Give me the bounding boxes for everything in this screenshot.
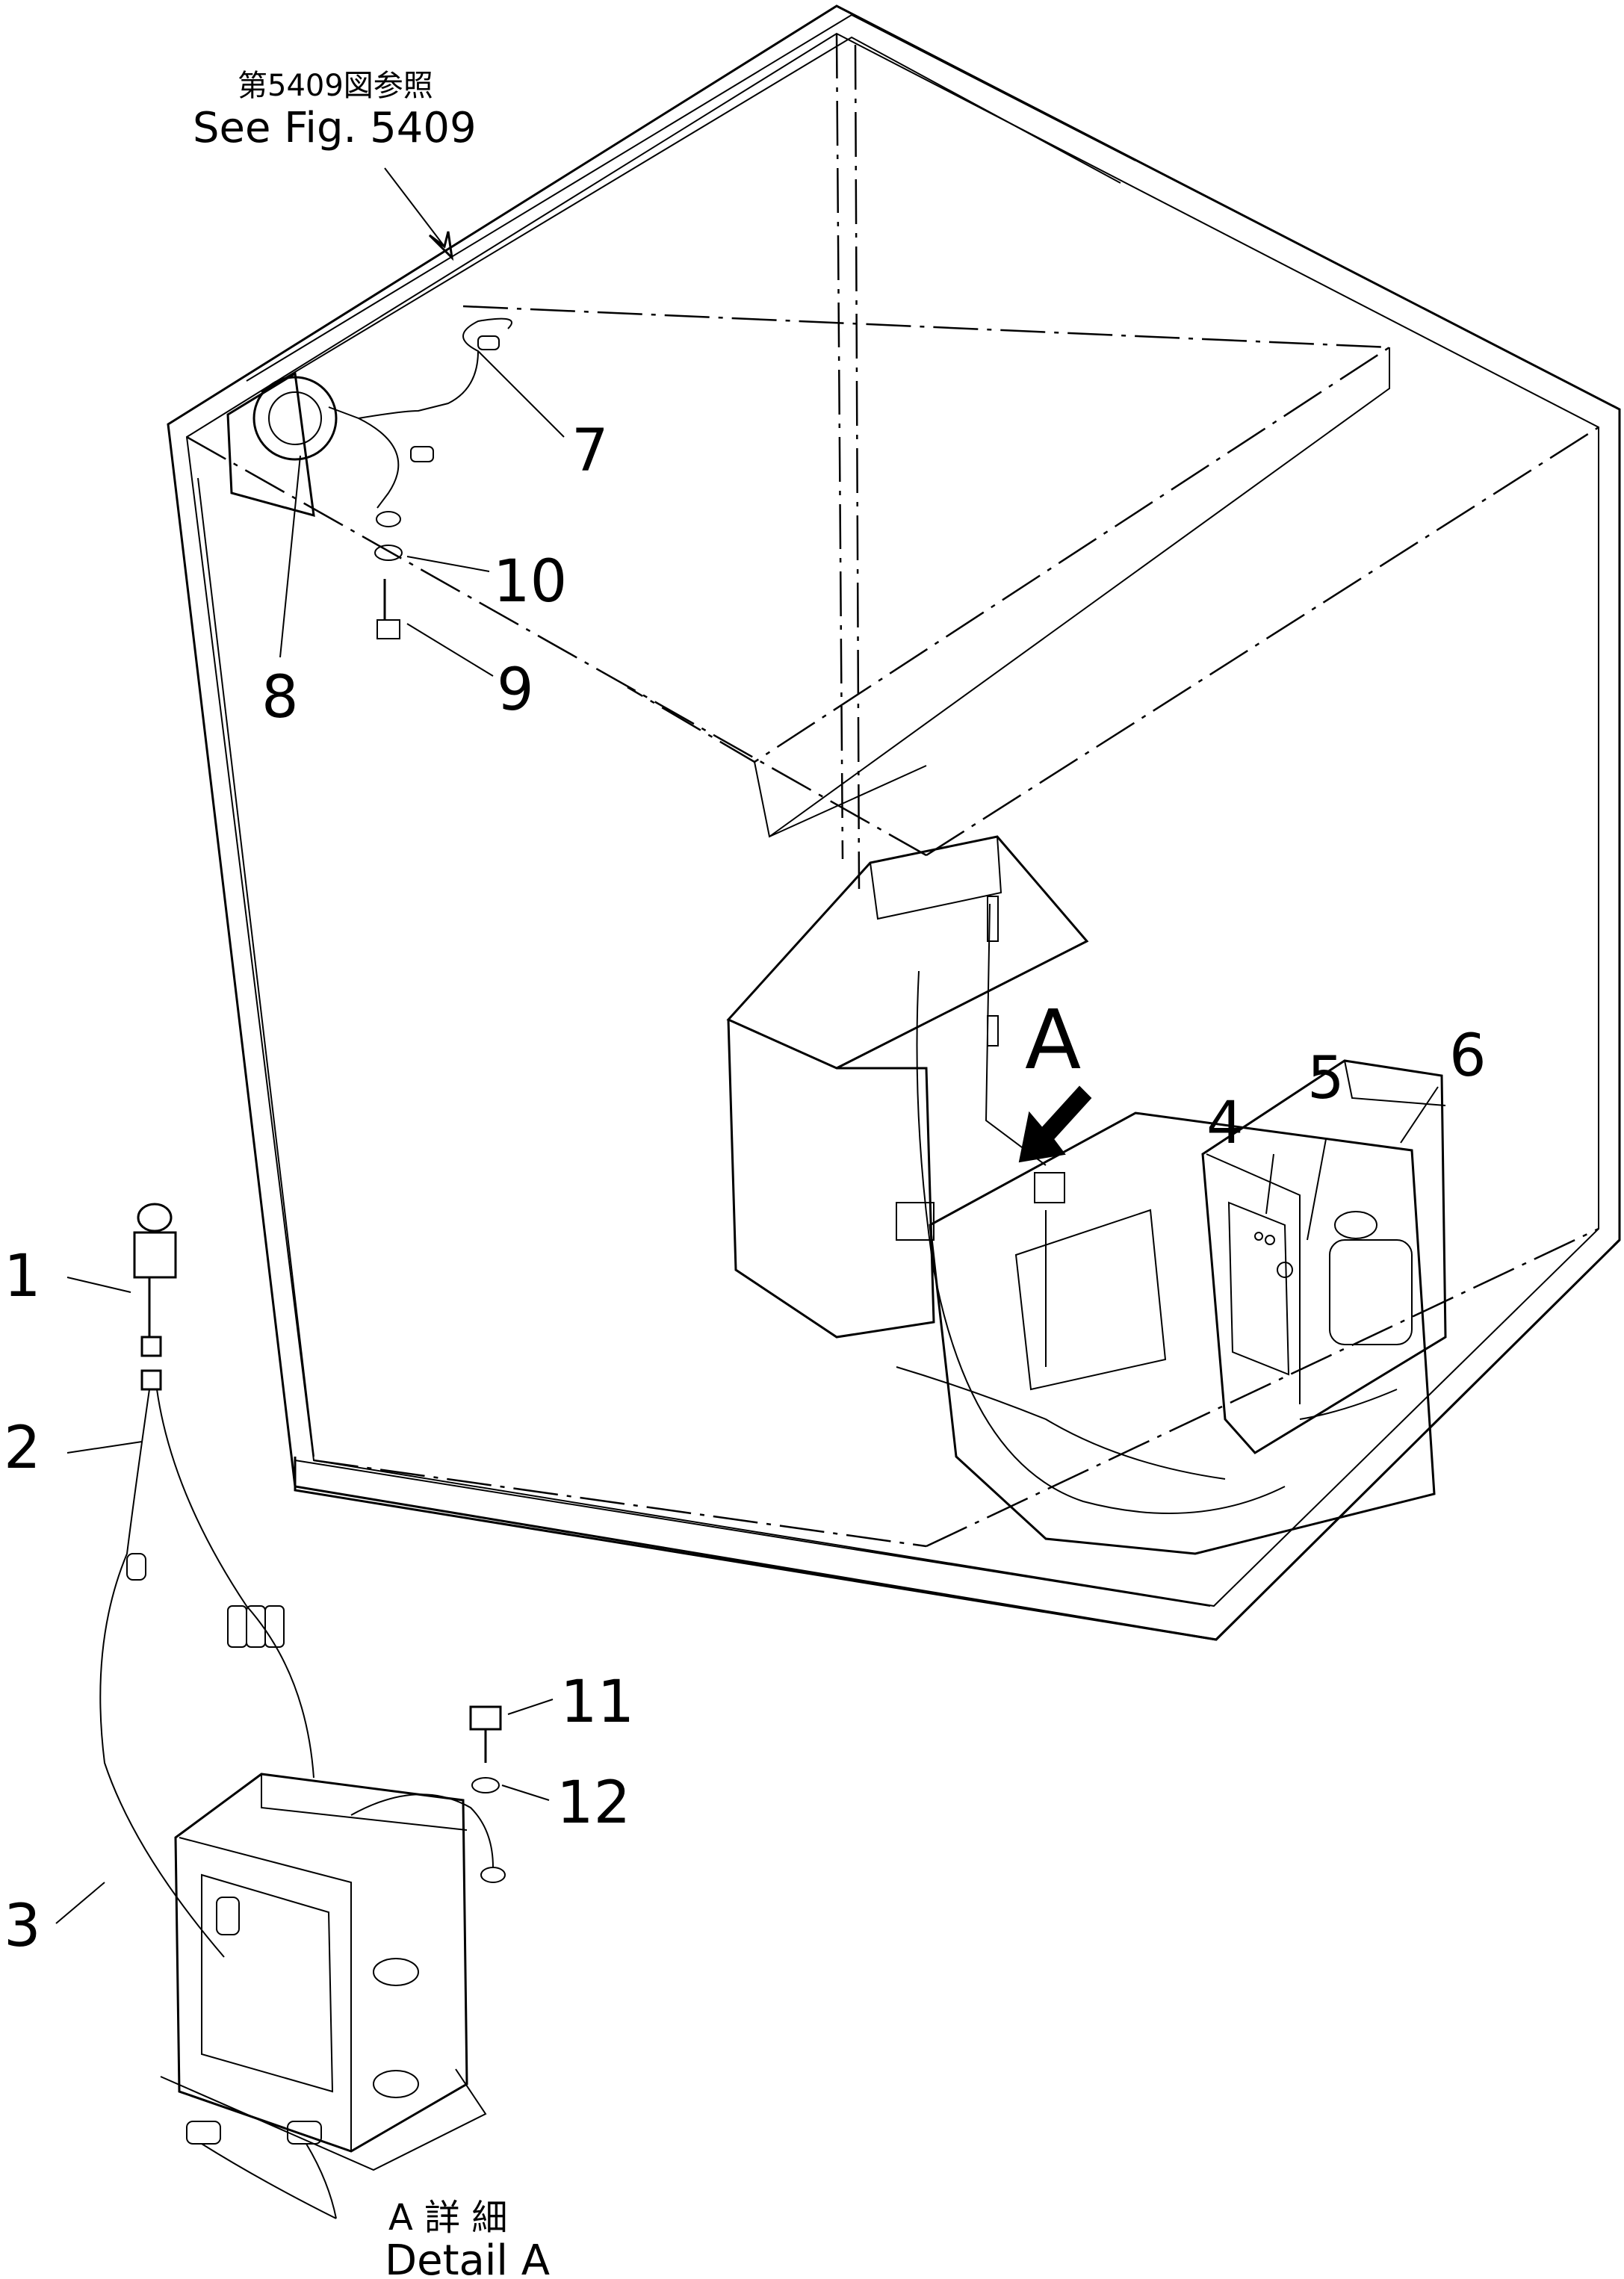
callout-10: 10	[493, 548, 567, 616]
callout-11: 11	[560, 1669, 634, 1736]
reference-jp: 第5409図参照	[238, 69, 433, 103]
callout-5: 5	[1307, 1045, 1345, 1112]
callout-6: 6	[1449, 1023, 1487, 1090]
detail-caption-en: Detail A	[385, 2236, 550, 2279]
detail-marker-arrow	[1018, 1085, 1092, 1163]
reference-en: See Fig. 5409	[193, 104, 477, 152]
callout-9: 9	[497, 657, 534, 724]
console-assembly	[726, 835, 1447, 1555]
detail-caption-jp: A 詳 細	[388, 2197, 507, 2239]
leader-lines	[55, 167, 1439, 1924]
callout-12: 12	[557, 1770, 630, 1837]
detail-a-assembly	[99, 1203, 506, 2219]
callout-1: 1	[4, 1243, 41, 1310]
callout-4: 4	[1206, 1090, 1244, 1157]
callout-2: 2	[4, 1415, 41, 1482]
callout-8: 8	[261, 664, 299, 731]
cab-frame	[167, 4, 1621, 1641]
detail-marker-letter: A	[1025, 992, 1081, 1088]
callout-7: 7	[571, 418, 609, 485]
callout-3: 3	[4, 1893, 41, 1960]
